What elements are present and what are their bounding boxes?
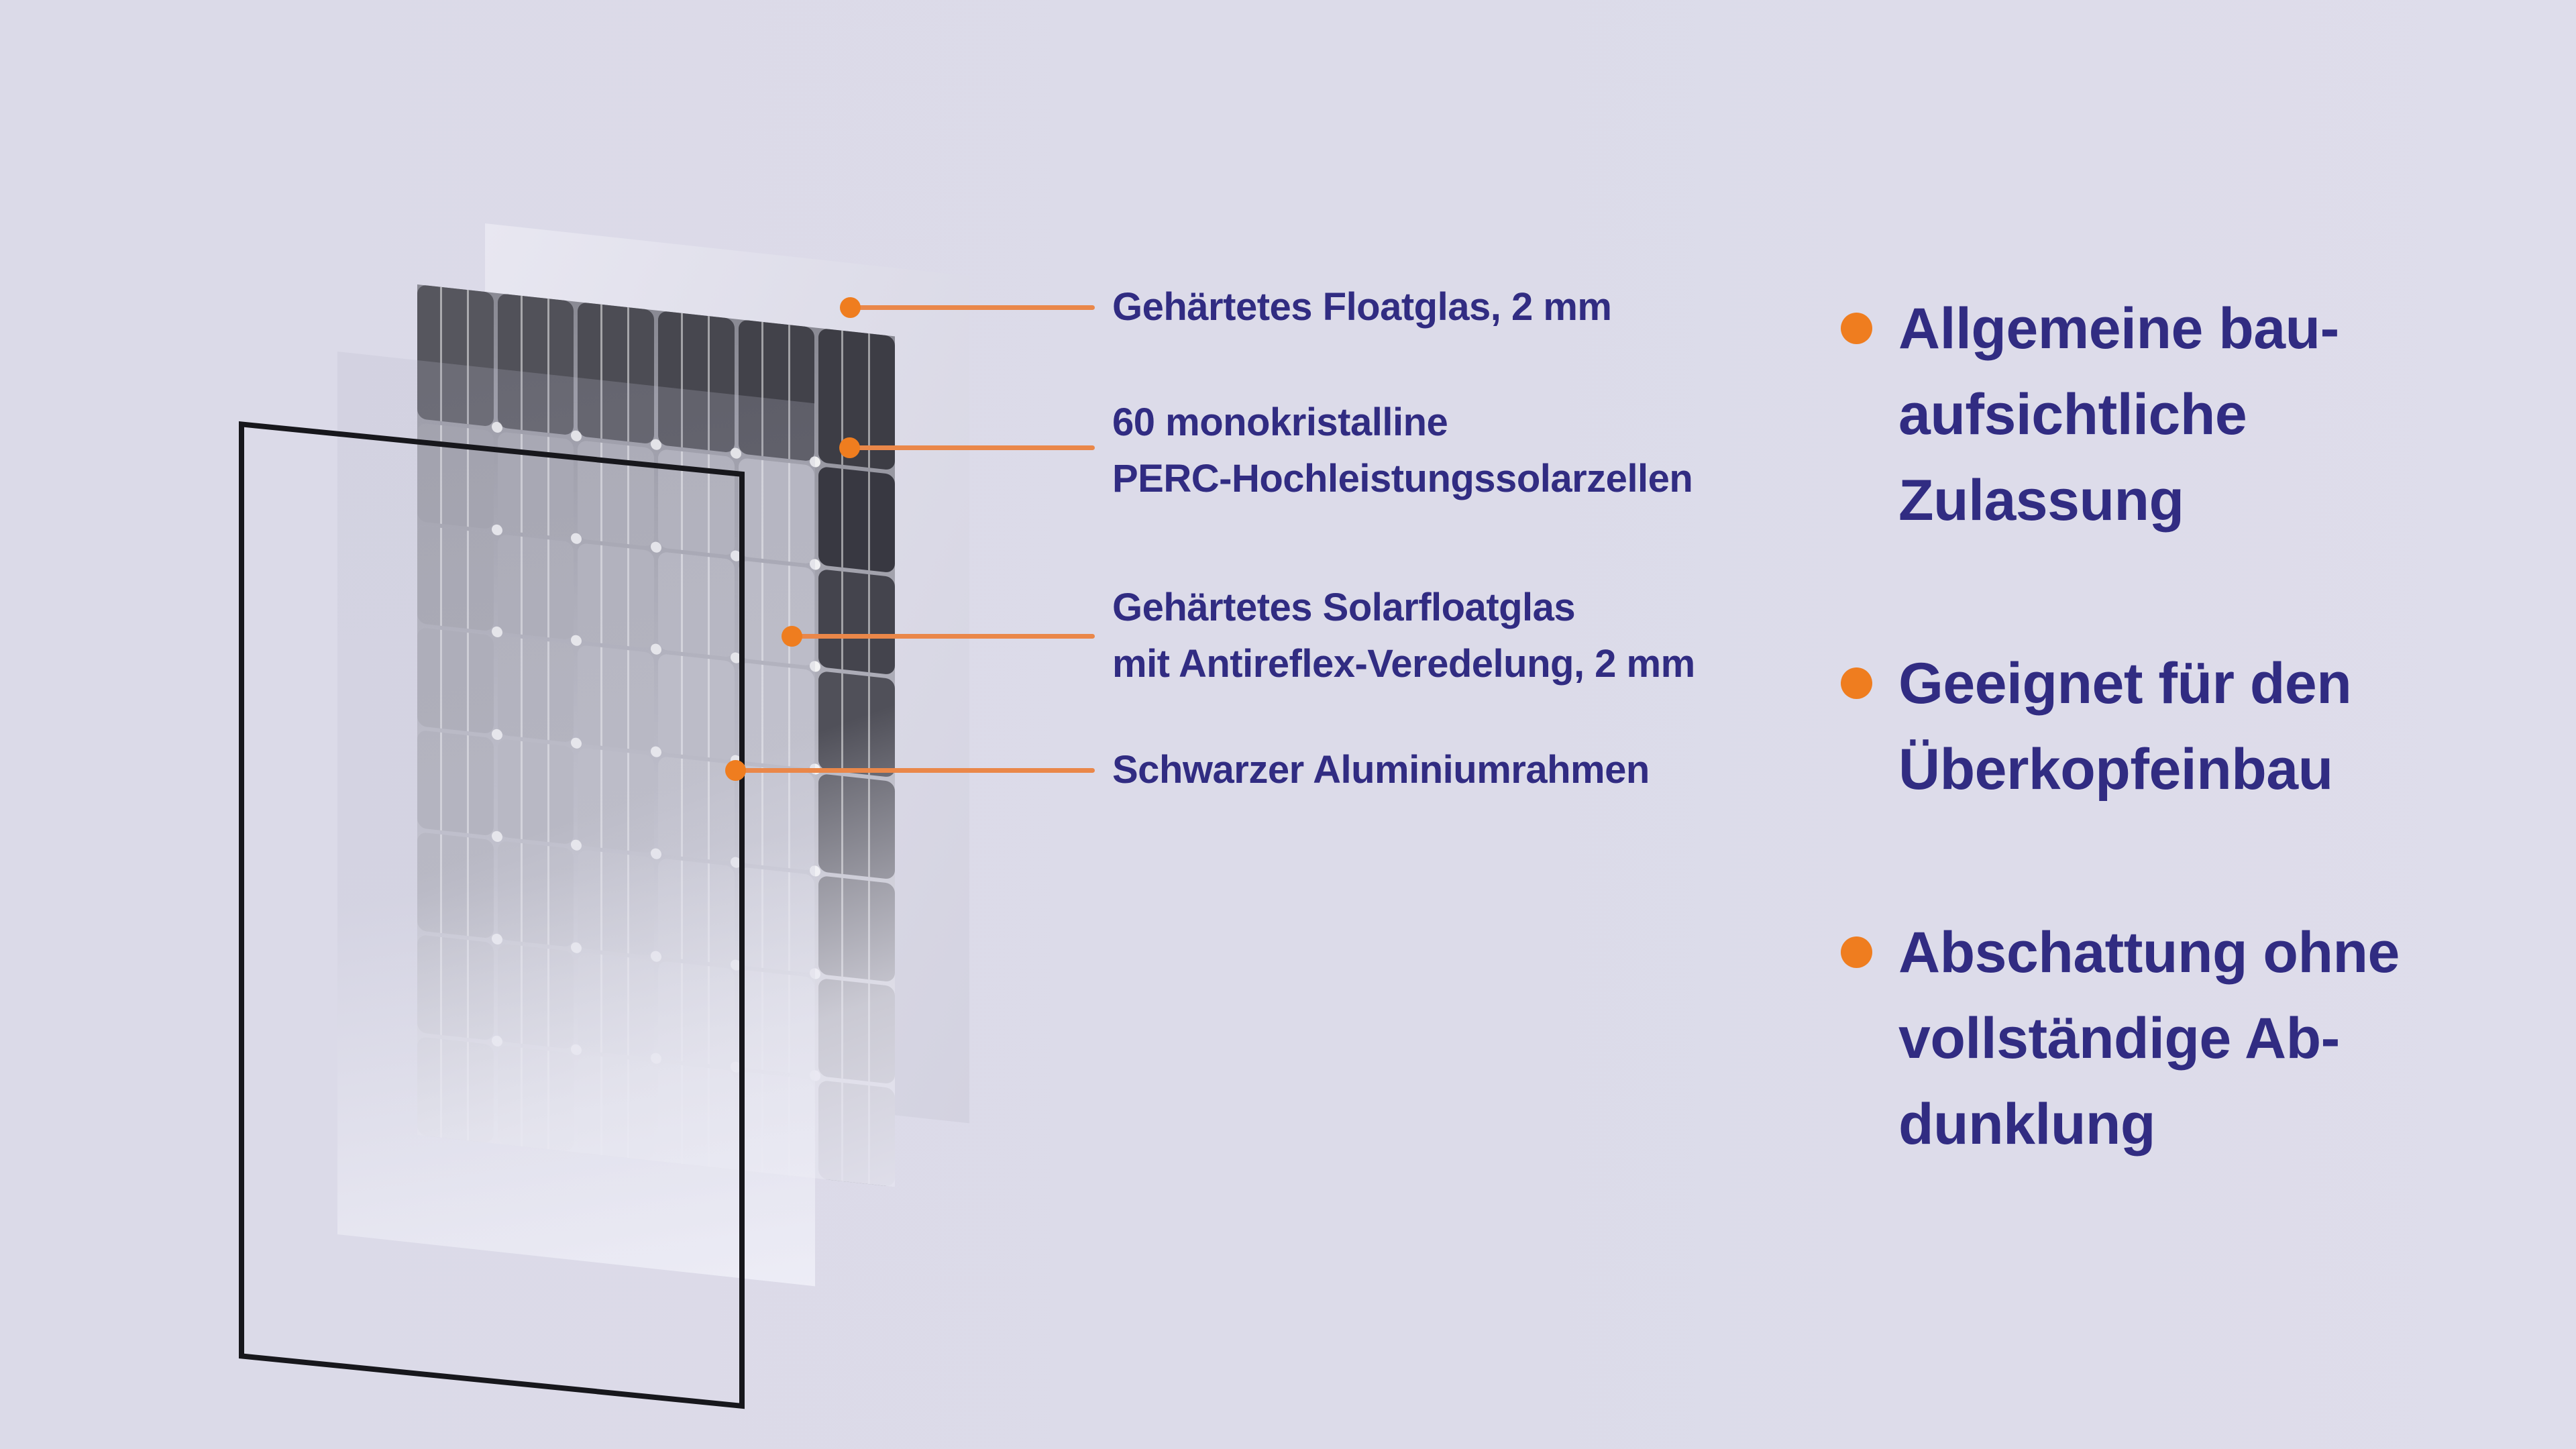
- solar-cell: [818, 773, 895, 880]
- bullet-icon: [1841, 936, 1872, 968]
- callout-line-aluminiumrahmen: [735, 768, 1095, 773]
- solar-cell: [818, 875, 895, 983]
- black-aluminium-frame: [239, 421, 745, 1409]
- callout-label-line: mit Antireflex-Veredelung, 2 mm: [1112, 642, 1695, 686]
- benefit-line: Geeignet für den: [1898, 651, 2352, 716]
- benefit-line: Zulassung: [1898, 468, 2184, 533]
- benefit-line: Abschattung ohne: [1898, 920, 2400, 985]
- callout-label-aluminiumrahmen: Schwarzer Aluminiumrahmen: [1112, 742, 1650, 798]
- solar-cell: [818, 977, 895, 1085]
- benefit-line: dunklung: [1898, 1092, 2155, 1157]
- callout-dot-icon: [725, 760, 746, 781]
- callout-label-line: 60 monokristalline: [1112, 400, 1448, 444]
- bullet-icon: [1841, 667, 1872, 699]
- callout-label-line: Schwarzer Aluminiumrahmen: [1112, 748, 1650, 792]
- callout-label-line: PERC-Hochleistungssolarzellen: [1112, 457, 1693, 500]
- callout-label-line: Gehärtetes Floatglas, 2 mm: [1112, 285, 1612, 329]
- callout-label-solarzellen: 60 monokristalline PERC-Hochleistungssol…: [1112, 394, 1693, 507]
- callout-line-solarzellen: [849, 445, 1095, 450]
- benefit-line: aufsichtliche: [1898, 382, 2247, 447]
- benefit-line: Überkopfeinbau: [1898, 737, 2333, 802]
- benefit-text: Abschattung ohne vollständige Ab- dunklu…: [1898, 910, 2400, 1167]
- callout-dot-icon: [840, 297, 861, 318]
- solar-cell: [818, 671, 895, 778]
- benefit-line: vollständige Ab-: [1898, 1006, 2340, 1071]
- callout-label-solarfloatglas: Gehärtetes Solarfloatglas mit Antireflex…: [1112, 580, 1695, 692]
- callout-label-line: Gehärtetes Solarfloatglas: [1112, 586, 1576, 629]
- solar-cell: [818, 1080, 895, 1187]
- benefit-item-abschattung: Abschattung ohne vollständige Ab- dunklu…: [1841, 910, 2400, 1167]
- callout-line-solarfloatglas: [792, 634, 1095, 639]
- solar-cell: [818, 466, 895, 573]
- callout-dot-icon: [782, 626, 802, 647]
- callout-dot-icon: [839, 437, 860, 458]
- solar-cell: [818, 568, 895, 676]
- benefit-item-ueberkopfeinbau: Geeignet für den Überkopfeinbau: [1841, 641, 2352, 812]
- benefit-line: Allgemeine bau-: [1898, 297, 2339, 361]
- bullet-icon: [1841, 313, 1872, 344]
- benefit-text: Allgemeine bau- aufsichtliche Zulassung: [1898, 286, 2339, 543]
- callout-line-floatglas: [850, 305, 1095, 310]
- benefit-item-zulassung: Allgemeine bau- aufsichtliche Zulassung: [1841, 286, 2339, 543]
- callout-label-floatglas: Gehärtetes Floatglas, 2 mm: [1112, 279, 1612, 335]
- benefit-text: Geeignet für den Überkopfeinbau: [1898, 641, 2352, 812]
